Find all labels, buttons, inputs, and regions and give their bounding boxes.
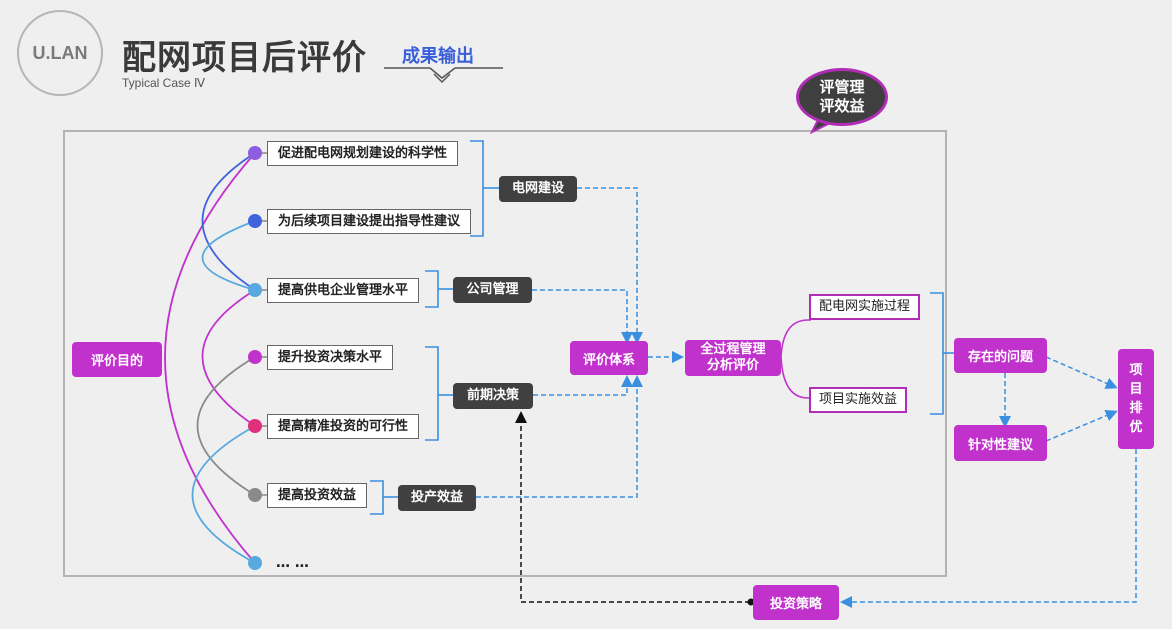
purpose-item: 提高投资效益 [267,483,368,508]
full-process-analysis: 全过程管理分析评价 [685,340,781,376]
purpose-more: … … [276,555,309,571]
arc-4-6 [196,356,256,496]
dot-purple [248,146,262,160]
arc-root-1-7 [164,152,256,564]
category-production-benefit: 投产效益 [398,485,476,511]
ranking-char: 优 [1129,420,1143,435]
ranking-char: 目 [1129,382,1143,397]
purpose-item: 促进配电网规划建设的科学性 [267,141,459,166]
project-ranking: 项 目 排 优 [1118,349,1154,449]
purpose-item: 为后续项目建设提出指导性建议 [267,209,472,234]
dot-gray [248,488,262,502]
purpose-item: 提升投资决策水平 [267,345,394,370]
dot-sky [248,283,262,297]
dot-magenta [248,350,262,364]
title-underline [384,67,503,84]
dot-royal [248,214,262,228]
category-grid-construction: 电网建设 [499,176,577,202]
arc-3-5 [201,289,256,427]
outcome-suggestions: 针对性建议 [954,425,1047,461]
section-tag: 成果输出 [402,46,474,67]
bubble-line-1: 评管理 [819,78,865,96]
management-benefit-bubble: 评管理评效益 [796,68,888,126]
investment-strategy: 投资策略 [753,585,839,620]
arc-5-7 [191,425,256,564]
category-company-management: 公司管理 [453,277,532,303]
evaluation-system: 评价体系 [570,341,648,375]
analysis-line-2: 分析评价 [706,358,759,373]
arc-2-3 [201,220,256,291]
analysis-line-1: 全过程管理 [700,342,766,357]
purpose-item: 提高精准投资的可行性 [267,414,420,439]
aspect-implementation-benefit: 项目实施效益 [809,387,908,413]
ranking-char: 排 [1129,401,1143,416]
outcome-problems: 存在的问题 [954,338,1047,373]
page-title: 配网项目后评价 [122,38,367,78]
category-early-decision: 前期决策 [453,383,533,409]
purpose-root: 评价目的 [72,342,162,377]
bubble-line-2: 评效益 [819,97,865,115]
arc-1-3 [201,152,256,291]
aspect-implementation-process: 配电网实施过程 [809,294,921,320]
dot-sky-2 [248,556,262,570]
dot-pink [248,419,262,433]
page-subtitle: Typical Case Ⅳ [122,76,206,90]
purpose-item: 提高供电企业管理水平 [267,278,420,303]
logo: U.LAN [17,10,103,96]
ranking-char: 项 [1129,363,1143,378]
